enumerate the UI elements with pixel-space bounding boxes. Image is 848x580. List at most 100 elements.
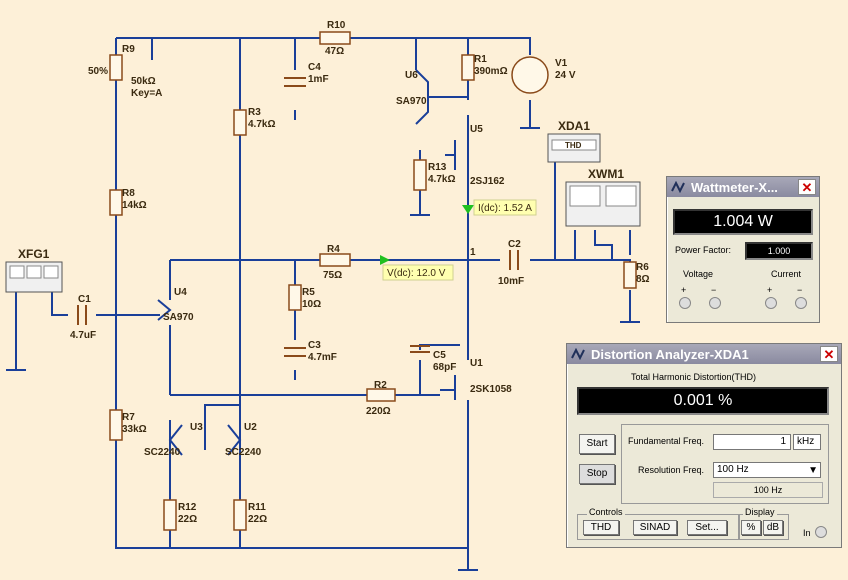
- u5-label: U5: [470, 124, 483, 135]
- r1-value: 390mΩ: [474, 66, 508, 77]
- resolution-freq-value: 100 Hz: [717, 464, 749, 475]
- r9-percent: 50%: [88, 66, 108, 77]
- c3-value: 4.7mF: [308, 352, 337, 363]
- current-probe-text: I(dc): 1.52 A: [478, 203, 532, 214]
- multisim-logo-icon: [671, 181, 685, 193]
- wattmeter-reading: 1.004 W: [673, 209, 813, 235]
- chevron-down-icon[interactable]: ▼: [808, 465, 818, 476]
- r13-value: 4.7kΩ: [428, 174, 455, 185]
- db-button[interactable]: dB: [763, 520, 783, 535]
- xwm1-instrument[interactable]: [565, 181, 641, 227]
- r7-value: 33kΩ: [122, 424, 147, 435]
- fundamental-freq-input[interactable]: 1: [713, 434, 791, 450]
- r2-label: R2: [374, 380, 387, 391]
- current-minus-label: −: [797, 285, 803, 295]
- display-label: Display: [743, 507, 777, 517]
- wattmeter-title: Wattmeter-X...: [691, 179, 778, 195]
- u6-label: U6: [405, 70, 418, 81]
- distortion-analyzer-window[interactable]: Distortion Analyzer-XDA1 ✕ Total Harmoni…: [566, 343, 842, 548]
- r4-label: R4: [327, 244, 340, 255]
- c4-label: C4: [308, 62, 321, 73]
- thd-heading: Total Harmonic Distortion(THD): [631, 372, 757, 382]
- controls-group: [577, 514, 739, 540]
- capacitors: [77, 77, 519, 357]
- xda1-label: XDA1: [558, 119, 590, 133]
- r10-value: 47Ω: [325, 46, 344, 57]
- thd-reading: 0.001 %: [577, 387, 829, 415]
- r9-label: R9: [122, 44, 135, 55]
- c5-value: 68pF: [433, 362, 456, 373]
- in-terminal[interactable]: [815, 526, 827, 538]
- v1-value: 24 V: [555, 70, 576, 81]
- voltage-minus-label: −: [711, 285, 717, 295]
- xfg1-instrument[interactable]: [5, 261, 63, 293]
- resolution-freq-readout-text: 100 Hz: [753, 485, 783, 495]
- current-label: Current: [771, 269, 802, 279]
- r2-value: 220Ω: [366, 406, 391, 417]
- u2-label: U2: [244, 422, 257, 433]
- c3-label: C3: [308, 340, 321, 351]
- close-icon[interactable]: ✕: [798, 179, 816, 195]
- xda1-instrument[interactable]: [547, 133, 601, 163]
- r12-value: 22Ω: [178, 514, 197, 525]
- r11-label: R11: [248, 502, 266, 513]
- u1-label: U1: [470, 358, 483, 369]
- c1-value: 4.7uF: [70, 330, 96, 341]
- r11-value: 22Ω: [248, 514, 267, 525]
- stop-button[interactable]: Stop: [579, 464, 615, 484]
- fundamental-freq-unit[interactable]: kHz: [793, 434, 821, 450]
- u3-type: SC2240: [144, 447, 181, 458]
- resistors: [109, 31, 637, 531]
- v1-label: V1: [555, 58, 568, 69]
- u1-type: 2SK1058: [470, 384, 512, 395]
- sinad-button[interactable]: SINAD: [633, 520, 677, 535]
- current-plus-terminal[interactable]: [765, 297, 777, 309]
- frequency-group: [621, 424, 829, 504]
- u6-type: SA970: [396, 96, 427, 107]
- r3-label: R3: [248, 107, 261, 118]
- r8-value: 14kΩ: [122, 200, 147, 211]
- set-button[interactable]: Set...: [687, 520, 727, 535]
- current-probe-arrow: [462, 205, 474, 214]
- xwm1-label: XWM1: [588, 167, 624, 181]
- controls-label: Controls: [587, 507, 625, 517]
- distortion-title: Distortion Analyzer-XDA1: [591, 346, 749, 362]
- c2-label: C2: [508, 239, 521, 250]
- power-factor-label: Power Factor:: [675, 245, 732, 255]
- r5-label: R5: [302, 287, 315, 298]
- voltage-probe-arrow: [380, 255, 390, 265]
- thd-button[interactable]: THD: [583, 520, 619, 535]
- c1-label: C1: [78, 294, 91, 305]
- distortion-titlebar[interactable]: Distortion Analyzer-XDA1: [567, 344, 841, 364]
- r7-label: R7: [122, 412, 135, 423]
- xda1-thd-label: THD: [565, 141, 582, 150]
- c2-value: 10mF: [498, 276, 524, 287]
- ground-symbols: [6, 127, 640, 571]
- voltage-minus-terminal[interactable]: [709, 297, 721, 309]
- voltage-plus-label: +: [681, 285, 687, 295]
- in-terminal-label: In: [803, 528, 811, 538]
- u5-type: 2SJ162: [470, 176, 505, 187]
- voltage-plus-terminal[interactable]: [679, 297, 691, 309]
- current-plus-label: +: [767, 285, 773, 295]
- u2-type: SC2240: [225, 447, 262, 458]
- r3-value: 4.7kΩ: [248, 119, 275, 130]
- wires: [15, 37, 631, 549]
- node-1-label: 1: [470, 247, 476, 258]
- current-minus-terminal[interactable]: [795, 297, 807, 309]
- u4-type: SA970: [163, 312, 194, 323]
- wattmeter-titlebar[interactable]: Wattmeter-X...: [667, 177, 819, 197]
- wattmeter-window[interactable]: Wattmeter-X... ✕ 1.004 W Power Factor: 1…: [666, 176, 820, 323]
- r9-key: Key=A: [131, 88, 162, 99]
- v1-source: [511, 56, 549, 94]
- resolution-freq-select[interactable]: 100 Hz ▼: [713, 462, 821, 478]
- close-icon[interactable]: ✕: [820, 346, 838, 362]
- voltage-label: Voltage: [683, 269, 714, 279]
- r6-label: R6: [636, 262, 649, 273]
- r6-value: 8Ω: [636, 274, 650, 285]
- r8-label: R8: [122, 188, 135, 199]
- voltage-probe-text: V(dc): 12.0 V: [387, 268, 446, 279]
- start-button[interactable]: Start: [579, 434, 615, 454]
- percent-button[interactable]: %: [741, 520, 761, 535]
- u3-label: U3: [190, 422, 203, 433]
